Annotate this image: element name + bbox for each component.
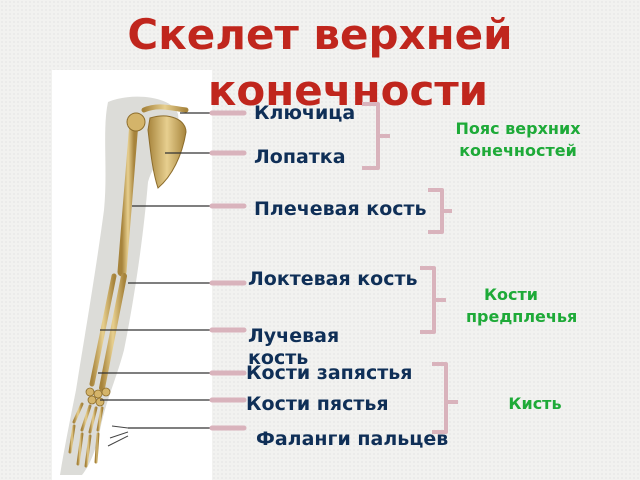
- label-scapula: Лопатка: [254, 146, 346, 168]
- humerus-bone: [117, 117, 139, 277]
- label-radius: Лучевая кость: [248, 325, 340, 369]
- bracket-forearm: [420, 266, 446, 334]
- label-humerus: Плечевая кость: [254, 198, 427, 220]
- ulna-bone: [99, 273, 127, 391]
- title-line-2: конечности: [207, 66, 489, 115]
- scapula-bone: [147, 115, 187, 189]
- label-carpals: Кости запястья: [246, 362, 413, 384]
- label-ulna: Локтевая кость: [248, 268, 418, 290]
- group-label-hand: Кисть: [508, 394, 562, 413]
- group-label-girdle: Пояс верхних конечностей: [455, 119, 581, 160]
- hand-bones: [68, 402, 110, 468]
- label-phalanges: Фаланги пальцев: [256, 428, 449, 450]
- title-line-1: Скелет верхней: [127, 10, 513, 59]
- group-label-forearm: Кости предплечья: [466, 285, 578, 326]
- bracket-hand: [432, 362, 458, 434]
- bracket-humerus: [428, 188, 452, 234]
- arm-skeleton-illustration: [52, 70, 212, 480]
- clavicle-bone: [141, 104, 189, 113]
- label-metacarpals: Кости пястья: [246, 393, 389, 415]
- bracket-girdle: [362, 102, 390, 170]
- label-clavicle: Ключица: [254, 102, 356, 124]
